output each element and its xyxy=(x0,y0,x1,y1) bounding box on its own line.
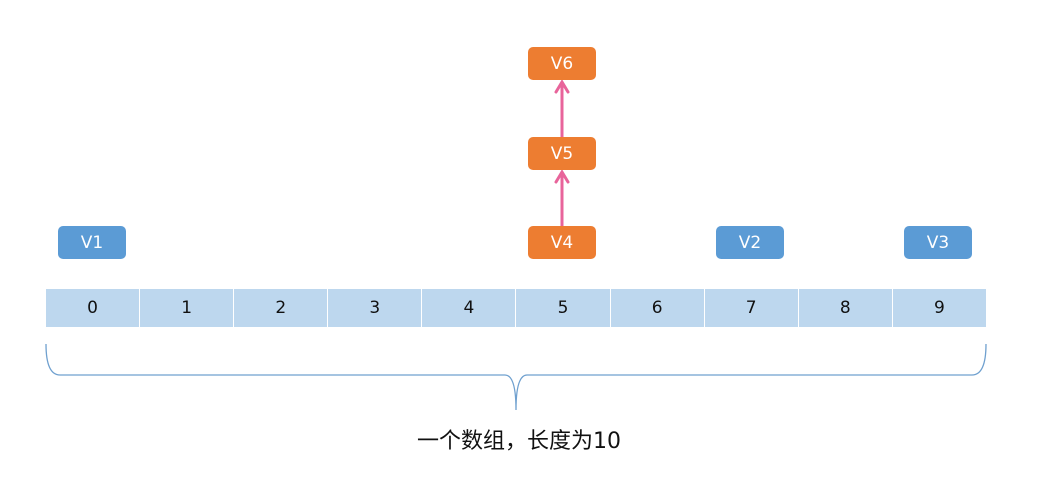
array-caption: 一个数组，长度为10 xyxy=(417,429,621,454)
arrow-v4-to-v5 xyxy=(554,169,570,226)
array-cell-1: 1 xyxy=(140,289,235,327)
array-cell-2: 2 xyxy=(234,289,329,327)
array-cell-9: 9 xyxy=(892,289,986,327)
array-cell-3: 3 xyxy=(328,289,423,327)
node-v1: V1 xyxy=(58,226,126,259)
node-v2: V2 xyxy=(716,226,784,259)
array-cell-5: 5 xyxy=(516,289,611,327)
node-v4: V4 xyxy=(528,226,596,259)
array-cell-7: 7 xyxy=(704,289,799,327)
arrow-v5-to-v6 xyxy=(554,79,570,137)
node-v6: V6 xyxy=(528,47,596,80)
node-v5: V5 xyxy=(528,137,596,170)
array-cell-6: 6 xyxy=(610,289,705,327)
array-brace xyxy=(45,343,987,411)
node-v3: V3 xyxy=(904,226,972,259)
array-cell-4: 4 xyxy=(422,289,517,327)
array-cell-0: 0 xyxy=(46,289,141,327)
array-cell-8: 8 xyxy=(798,289,893,327)
